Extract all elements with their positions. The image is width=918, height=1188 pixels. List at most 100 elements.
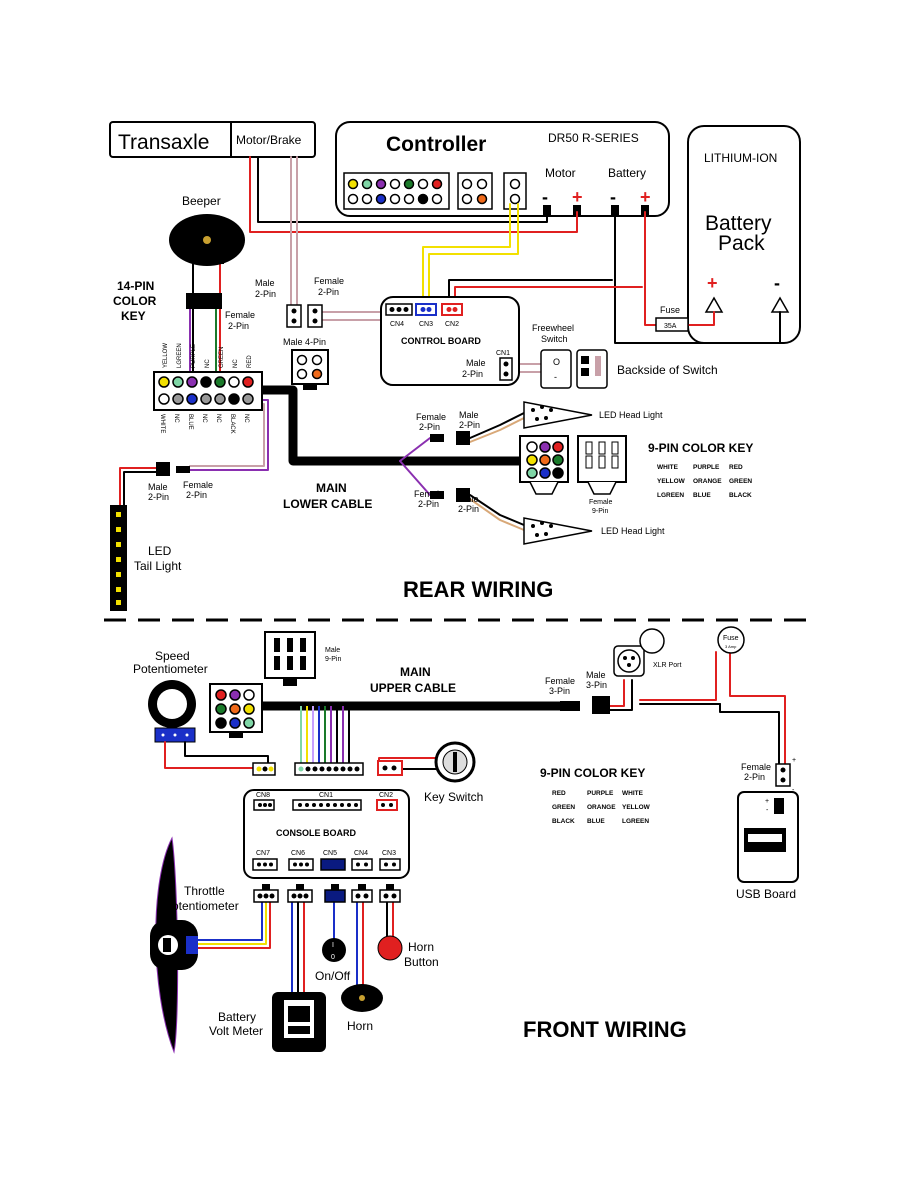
key9-cell: LGREEN [622,818,649,825]
pin14-bottom-label: BLUE [187,414,193,430]
pin14-top-label: NC [205,359,211,368]
brake-male-2pin-connector [286,304,302,328]
cn1-male-2pin-2: 2-Pin [462,369,483,379]
battery-pack-title-2: Pack [718,232,765,255]
key-switch[interactable]: Key Switch [377,741,483,804]
speed-pot-connector [252,762,276,776]
tail-light-connectors: Male 2-Pin Female 2-Pin [148,462,213,502]
key9-cell: RED [552,790,566,797]
svg-text:CN3: CN3 [382,850,396,857]
led-head-light-2-label: LED Head Light [601,526,665,536]
pin14-top-label: LGREEN [177,343,183,368]
volt-meter-label-2: Volt Meter [209,1024,263,1038]
svg-text:Female: Female [589,499,612,506]
control-board: CN4 CN3 CN2 CONTROL BOARD CN1 Male 2-Pin [380,296,520,386]
console-board: CN8 CN1 CN2 CONSOLE BOARD CN7 CN6 CN5 CN… [243,789,410,879]
motor-brake-label: Motor/Brake [236,133,302,147]
key9-cell: WHITE [622,790,644,797]
freewheel-switch: Freewheel Switch O - Backside of Switch [532,323,718,389]
female-9pin-connector: Female 9-Pin [577,435,627,515]
console-board-label: CONSOLE BOARD [276,828,357,838]
svg-text:I: I [332,942,334,949]
key9-cell: LGREEN [657,492,684,499]
throttle-label-1: Throttle [184,884,225,898]
main-lower-label-1: MAIN [316,481,347,495]
speed-potentiometer [148,680,196,743]
svg-text:Male: Male [459,410,479,420]
svg-text:CN7: CN7 [256,850,270,857]
pin14-bottom-label: BLACK [229,414,235,434]
svg-text:2-Pin: 2-Pin [459,420,480,430]
cn4-label: CN4 [390,321,404,328]
lower-9pin-connector [519,435,569,495]
front-3pin-connectors: Female 3-Pin Male 3-Pin [545,670,610,714]
key9-cell: PURPLE [587,790,614,797]
svg-text:0: 0 [331,954,335,961]
beeper-connector [186,293,222,309]
beeper-label: Beeper [182,194,221,208]
svg-text:Female: Female [183,480,213,490]
controller-box: Controller DR50 R-SERIES Motor Battery -… [335,121,670,217]
main-upper-label-1: MAIN [400,665,431,679]
svg-text:+: + [765,798,769,805]
pin14-top-label: RED [247,355,253,368]
front-wiring-title: FRONT WIRING [523,1017,687,1042]
backside-label: Backside of Switch [617,363,718,377]
throttle-potentiometer[interactable]: Throttle Potentiometer [150,836,239,1054]
key9-cell: BLUE [693,492,711,499]
svg-text:9-Pin: 9-Pin [325,656,341,663]
xlr-port-label: XLR Port [653,662,681,669]
onoff-switch[interactable]: I 0 On/Off [315,938,351,983]
pack-neg-sign: - [774,273,780,293]
volt-meter-label-1: Battery [218,1010,256,1024]
controller-model: DR50 R-SERIES [548,131,639,145]
cn1-male-2pin-1: Male [466,358,486,368]
motor-terminal-label: Motor [545,166,576,180]
svg-text:CN8: CN8 [256,792,270,799]
svg-text:LED: LED [148,544,172,558]
speed-pot-label-2: Potentiometer [133,662,208,676]
battery-pack-type: LITHIUM-ION [704,151,777,165]
brake-male-2pin-2: 2-Pin [255,289,276,299]
svg-text:Female: Female [414,489,444,499]
rear-key9-title: 9-PIN COLOR KEY [648,441,753,455]
motor-neg-sign: - [542,187,548,207]
svg-text:2-Pin: 2-Pin [744,772,765,782]
head-light-1-connectors: Female 2-Pin Male 2-Pin [416,410,480,445]
controller-label: Controller [386,133,486,156]
key9-cell: RED [729,464,743,471]
svg-text:KEY: KEY [121,309,146,323]
svg-text:2-Pin: 2-Pin [186,490,207,500]
cn2-label: CN2 [445,321,459,328]
console-plugs [253,884,401,903]
rear-fuse-value: 35A [664,323,677,330]
horn-button[interactable]: Horn Button [377,935,439,969]
front-fuse: Fuse 3 Amp [717,626,745,654]
svg-text:2-Pin: 2-Pin [419,422,440,432]
battery-neg-sign: - [610,187,616,207]
svg-text:Male: Male [586,670,606,680]
brake-female-2pin-connector [307,304,323,328]
svg-text:CN1: CN1 [319,792,333,799]
xlr-port: XLR Port [613,628,681,677]
key9-cell: BLACK [552,818,575,825]
svg-text:Switch: Switch [541,334,568,344]
pack-pos-sign: + [707,273,718,293]
usb-board-label: USB Board [736,887,796,901]
front-wires [164,651,786,1000]
led-head-light-1-label: LED Head Light [599,410,663,420]
horn-button-label-2: Button [404,955,439,969]
battery-terminal-label: Battery [608,166,646,180]
svg-text:14-PIN: 14-PIN [117,279,154,293]
key9-cell: ORANGE [587,804,616,811]
usb-pin-neg: - [792,787,795,794]
head-light-2-connectors: Female 2-Pin Male 2-Pin [414,488,479,514]
usb-board: + - USB Board [736,791,799,901]
svg-text:3-Pin: 3-Pin [586,680,607,690]
transaxle-label: Transaxle [118,131,209,154]
svg-text:2-Pin: 2-Pin [458,504,479,514]
male-4pin-label: Male 4-Pin [283,337,326,347]
svg-text:9-Pin: 9-Pin [592,508,608,515]
key9-cell: BLACK [729,492,752,499]
